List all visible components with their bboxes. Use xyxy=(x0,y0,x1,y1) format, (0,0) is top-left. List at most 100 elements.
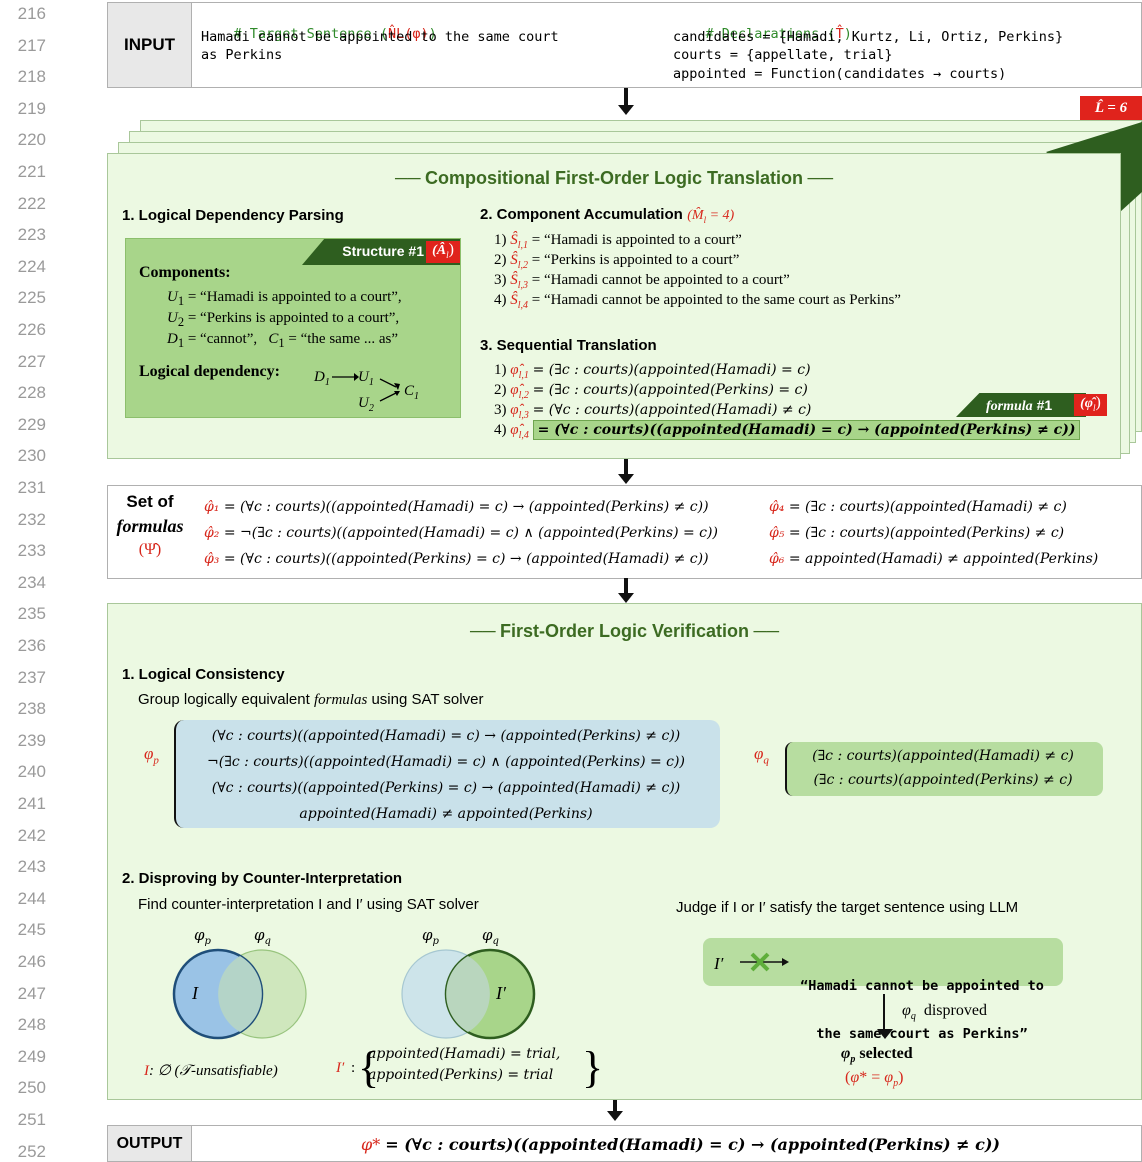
disprove-title: 2. Disproving by Counter-Interpretation xyxy=(122,870,403,887)
input-label-cell: INPUT xyxy=(108,3,192,87)
decl-symbol: T̂ xyxy=(835,26,844,42)
line-number: 219 xyxy=(17,98,46,118)
svg-text:I: I xyxy=(191,983,199,1003)
line-number: 227 xyxy=(17,351,46,371)
line-number: 235 xyxy=(17,604,46,624)
line-number: 249 xyxy=(17,1046,46,1066)
formula-set-item: φ̂₃ = (∀c : courts)((appointed(Perkins) … xyxy=(204,551,709,567)
line-number: 228 xyxy=(17,383,46,403)
svg-text:D1: D1 xyxy=(313,369,330,388)
judge-i-prime: I′ xyxy=(714,954,724,973)
translation-item: 3) φ̂l,3 = (∀c : courts)(appointed(Hamad… xyxy=(494,402,812,421)
structure-card: Structure #1 (Âl) Components: U1 = “Hama… xyxy=(125,238,461,418)
line-number: 244 xyxy=(17,888,46,908)
accumulation-item: 1) Ŝl,1 = “Hamadi is appointed to a cour… xyxy=(494,232,742,251)
line-number: 245 xyxy=(17,920,46,940)
svg-text:φp: φp xyxy=(422,926,440,947)
dependency-graph: D1 U1 U2 C1 xyxy=(313,369,419,413)
translation-title: Compositional First-Order Logic Translat… xyxy=(424,168,804,188)
formula-set-label-3: (Ψ̂) xyxy=(138,541,162,558)
arrow-down-icon xyxy=(618,459,634,484)
translation-item: 1) φ̂l,1 = (∃c : courts)(appointed(Hamad… xyxy=(494,362,811,381)
accumulation-item: 4) Ŝl,4 = “Hamadi cannot be appointed to… xyxy=(494,292,901,311)
parsing-title: 1. Logical Dependency Parsing xyxy=(122,207,344,224)
decl-3: appointed = Function(candidates → courts… xyxy=(673,66,1007,82)
group-p-item: appointed(Hamadi) ≠ appointed(Perkins) xyxy=(299,806,593,822)
formula-set-item: φ̂₁ = (∀c : courts)((appointed(Hamadi) =… xyxy=(204,499,709,515)
line-number: 225 xyxy=(17,288,46,308)
i-result: I: ∅ (𝒯-unsatisfiable) xyxy=(144,1063,278,1079)
group-q-item: (∃c : courts)(appointed(Perkins) ≠ c) xyxy=(813,772,1073,788)
target-text-2: as Perkins xyxy=(201,47,283,63)
line-number: 218 xyxy=(17,67,46,87)
verification-title: First-Order Logic Verification xyxy=(499,621,750,641)
input-box: INPUT # Target Sentence (N̂L(φ)) Hamadi … xyxy=(107,2,1142,88)
input-label: INPUT xyxy=(124,35,175,54)
formula-set-item: φ̂₂ = ¬(∃c : courts)((appointed(Hamadi) … xyxy=(204,525,718,541)
judge-quote: “Hamadi cannot be appointed to the same … xyxy=(800,978,1044,1042)
formula-set-item: φ̂₅ = (∃c : courts)(appointed(Perkins) ≠… xyxy=(769,525,1065,541)
arrow-down-icon xyxy=(607,1100,623,1121)
components-label: Components xyxy=(139,264,226,281)
arrow-cross-icon xyxy=(740,952,789,972)
formula-set-item: φ̂₆ = appointed(Hamadi) ≠ appointed(Perk… xyxy=(769,551,1099,567)
group-q-block xyxy=(785,742,1103,796)
line-number: 223 xyxy=(17,225,46,245)
accumulation-item: 3) Ŝl,3 = “Hamadi cannot be appointed to… xyxy=(494,272,790,291)
line-number: 231 xyxy=(17,478,46,497)
line-number: 241 xyxy=(17,794,46,813)
consistency-desc: Group logically equivalent formulas usin… xyxy=(138,691,484,708)
line-number: 247 xyxy=(17,983,46,1003)
disproved-text: φq disproved xyxy=(902,1002,987,1023)
translation-item: 4) φ̂l,4 = (∀c : courts)((appointed(Hama… xyxy=(494,420,1081,441)
stack-badge: L̂ = 6 xyxy=(1080,96,1142,120)
verification-panel: ── First-Order Logic Verification ── 1. … xyxy=(107,603,1142,1100)
dependency-label: Logical dependency xyxy=(139,363,275,380)
svg-text:I′: I′ xyxy=(495,983,507,1003)
group-p-block xyxy=(174,720,720,828)
formula-tag xyxy=(956,393,1086,417)
selected-text: φp selected xyxy=(841,1045,913,1066)
arrow-down-icon xyxy=(618,578,634,603)
decl-2: courts = {appellate, trial} xyxy=(673,47,893,63)
line-number: 248 xyxy=(17,1015,46,1035)
formula-set-item: φ̂₄ = (∃c : courts)(appointed(Hamadi) ≠ … xyxy=(769,499,1067,515)
line-number: 232 xyxy=(17,509,46,529)
disprove-desc: Find counter-interpretation I and I′ usi… xyxy=(138,896,479,913)
line-number: 236 xyxy=(17,636,46,655)
line-number: 221 xyxy=(17,162,46,181)
line-number: 226 xyxy=(17,320,46,339)
formula-set-box: Set of formulas (Ψ̂) φ̂₁ = (∀c : courts)… xyxy=(107,485,1142,579)
line-number: 239 xyxy=(17,730,46,750)
venn-diagram-i-prime: φp φq I′ xyxy=(401,926,536,1040)
arrow-down-icon xyxy=(877,994,893,1039)
selected-eq: (φ* = φp) xyxy=(845,1069,904,1090)
line-number: 242 xyxy=(17,825,46,845)
svg-text:U2: U2 xyxy=(358,395,374,413)
line-number: 217 xyxy=(17,35,46,55)
line-number: 230 xyxy=(17,446,46,466)
group-p-item: (∀c : courts)((appointed(Perkins) = c) →… xyxy=(211,780,681,796)
output-formula: φ* = (∀c : courts)((appointed(Hamadi) = … xyxy=(361,1135,1000,1154)
translation-item: 2) φ̂l,2 = (∃c : courts)(appointed(Perki… xyxy=(494,382,808,401)
line-number: 240 xyxy=(17,762,46,782)
phi-p-label: φp xyxy=(144,744,159,767)
svg-text:φq: φq xyxy=(482,926,499,947)
formula-set-label-1: Set of xyxy=(126,492,174,511)
line-number: 250 xyxy=(17,1078,46,1098)
line-number: 252 xyxy=(17,1141,46,1161)
translation-panel: ── Compositional First-Order Logic Trans… xyxy=(107,153,1121,459)
consistency-title: 1. Logical Consistency xyxy=(122,666,285,683)
target-text-1: Hamadi cannot be appointed to the same c… xyxy=(201,29,559,45)
svg-text:C1: C1 xyxy=(404,383,419,402)
svg-text:φp: φp xyxy=(194,926,212,947)
line-number: 222 xyxy=(17,193,46,213)
line-number: 224 xyxy=(17,256,46,276)
target-symbol: N̂L(φ) xyxy=(387,26,429,42)
line-number: 229 xyxy=(17,414,46,434)
arrow-down-icon xyxy=(618,88,634,115)
decl-1: candidates = {Hamadi, Kurtz, Li, Ortiz, … xyxy=(673,29,1064,45)
line-number: 251 xyxy=(17,1110,46,1129)
line-number: 246 xyxy=(17,952,46,971)
group-p-item: (∀c : courts)((appointed(Hamadi) = c) → … xyxy=(211,728,681,744)
